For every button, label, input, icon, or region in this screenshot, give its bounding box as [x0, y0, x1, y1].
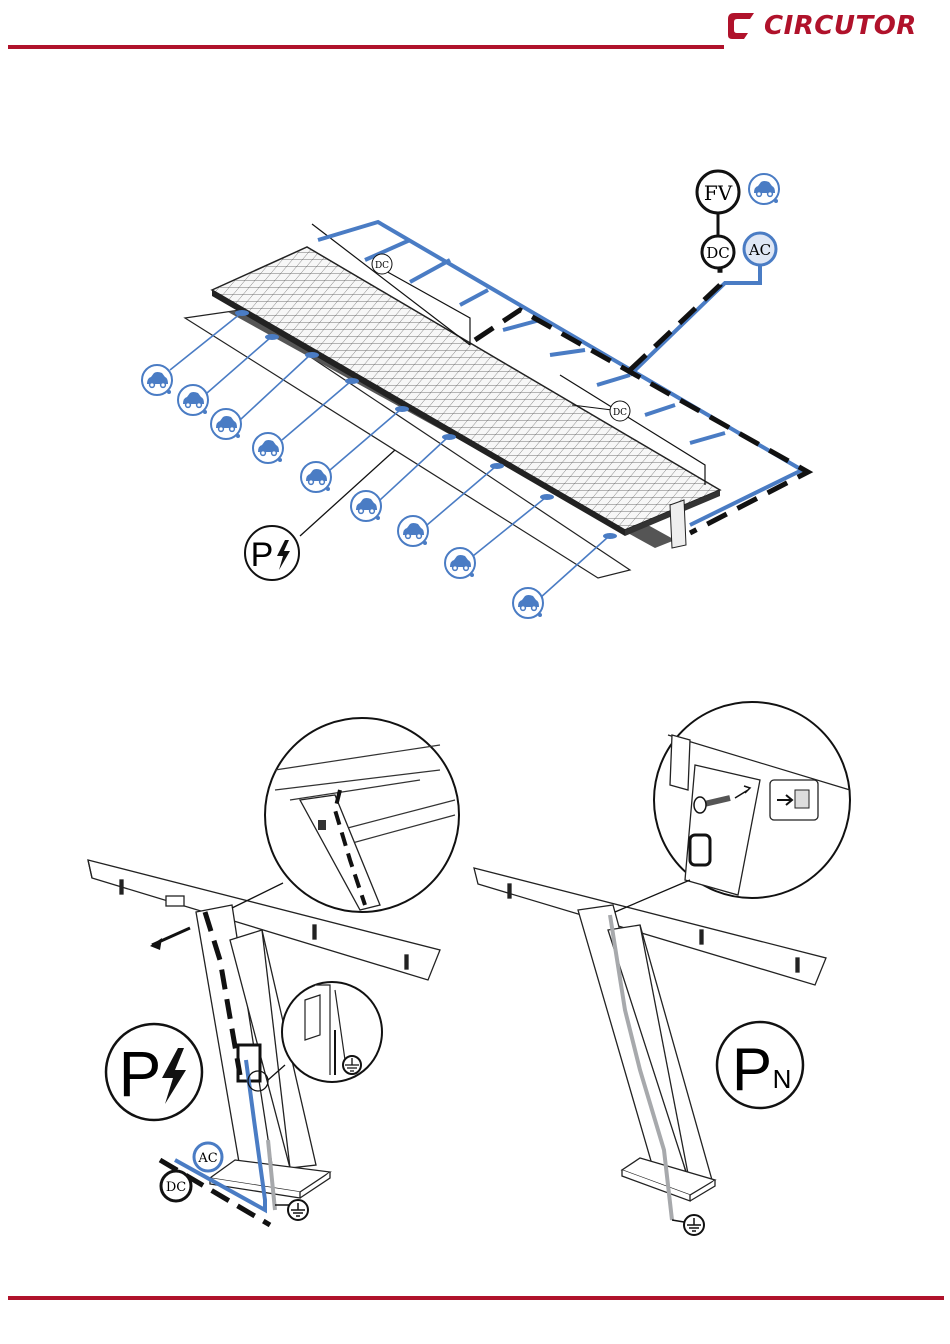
canopy-diagram: FV DC AC DC DC — [142, 171, 808, 618]
car-charging-icon — [749, 174, 779, 204]
svg-text:DC: DC — [375, 261, 389, 271]
parking-charge-icon: P — [245, 526, 299, 580]
svg-text:AC: AC — [197, 1151, 217, 1166]
svg-text:DC: DC — [706, 244, 730, 262]
solar-panel-array — [212, 247, 720, 530]
car-charging-icon — [253, 433, 283, 463]
fv-badge: FV — [697, 171, 739, 213]
ground-icon — [672, 1215, 704, 1235]
dc-badge: DC — [702, 236, 734, 268]
svg-text:N: N — [773, 1064, 792, 1094]
svg-text:P: P — [251, 536, 274, 574]
car-charging-icon — [301, 462, 331, 492]
svg-text:DC: DC — [166, 1180, 186, 1195]
ground-icon — [275, 1200, 308, 1220]
dc-panel-label-1: DC — [372, 254, 392, 274]
svg-text:AC: AC — [748, 241, 771, 259]
parking-neutral-icon: P N — [717, 1022, 803, 1108]
ac-badge: AC — [744, 233, 776, 265]
car-charging-icon — [398, 516, 428, 546]
detail-circle-bolt — [615, 702, 850, 912]
car-charging-icon — [142, 365, 172, 395]
dc-panel-label-2: DC — [610, 401, 630, 421]
parking-charge-icon: P — [106, 1024, 202, 1120]
car-charging-icon — [351, 491, 381, 521]
detail-circle-beam-joint — [232, 718, 459, 912]
car-charging-icon — [211, 409, 241, 439]
car-charging-icon — [178, 385, 208, 415]
ac-label-left: AC — [194, 1143, 222, 1171]
canopy-post — [670, 500, 686, 548]
svg-text:DC: DC — [613, 408, 627, 418]
car-charging-icon — [513, 588, 543, 618]
dc-label-left: DC — [161, 1171, 191, 1201]
footer-rule — [8, 1296, 944, 1300]
svg-text:FV: FV — [704, 181, 733, 205]
svg-text:P: P — [119, 1038, 162, 1110]
car-charging-icon — [445, 548, 475, 578]
svg-text:P: P — [732, 1036, 772, 1103]
